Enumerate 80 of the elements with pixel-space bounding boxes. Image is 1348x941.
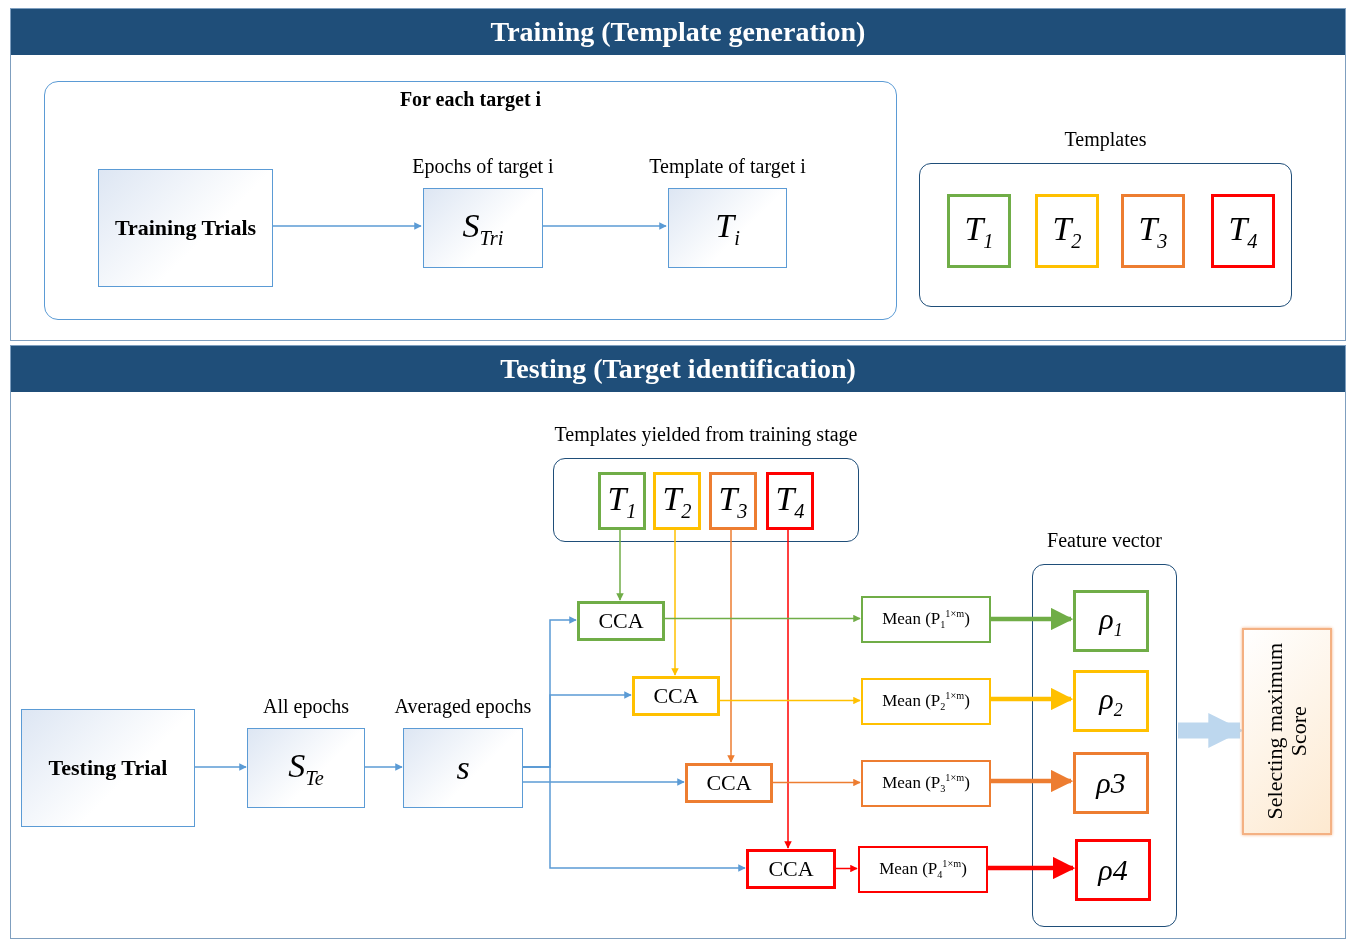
box-label: T$_{4}$: [775, 479, 805, 523]
arrow: [616, 527, 624, 601]
arrow: [718, 696, 861, 705]
box-label: CCA: [653, 683, 699, 709]
arrow: [784, 527, 792, 849]
box-label: S$_{Te}$: [288, 746, 324, 790]
box-label: Testing Trial: [48, 755, 168, 781]
arrow: [521, 778, 685, 786]
template-box: [653, 472, 701, 530]
box-label: ρ$_{1}$: [1099, 601, 1123, 641]
box-label: CCA: [598, 608, 644, 634]
box-label: Training Trials: [114, 215, 257, 241]
mean-box: [858, 846, 988, 893]
template-box: [1211, 194, 1275, 268]
template-box: [1121, 194, 1185, 268]
arrow: [363, 763, 403, 771]
box-label: T$_{2}$: [662, 479, 692, 523]
box-label: S$_{Tri}$: [462, 206, 504, 250]
group-heading: Feature vector: [1046, 529, 1163, 552]
group-container: [44, 81, 897, 320]
output-box: [1242, 628, 1332, 835]
feature-box: [1073, 752, 1149, 814]
section-title: Training (Template generation): [11, 9, 1345, 55]
arrow: [771, 778, 861, 787]
template-box: [1035, 194, 1099, 268]
output-label: Selecting maximum Score: [1262, 642, 1312, 822]
arrow: [663, 614, 861, 623]
feature-box: [1073, 670, 1149, 732]
process-box: [21, 709, 195, 827]
mean-box: [861, 596, 991, 643]
arrow: [987, 856, 1076, 880]
cca-box: [577, 601, 665, 641]
arrow: [990, 769, 1074, 793]
box-label: T$_{3}$: [1138, 209, 1168, 253]
arrow: [521, 766, 746, 872]
arrow: [727, 527, 735, 763]
box-label: T$_{2}$: [1052, 209, 1082, 253]
feature-box: [1075, 839, 1151, 901]
box-caption: Template of target i: [648, 155, 807, 178]
box-label: T$_{1}$: [964, 209, 994, 253]
box-label: Mean (P$_{4}$$^{1×m}$): [879, 858, 967, 881]
mean-box: [861, 760, 991, 807]
box-label: T$_{i}$: [715, 206, 740, 250]
template-box: [709, 472, 757, 530]
section-panel: [10, 8, 1346, 341]
section-panel: [10, 345, 1346, 939]
box-label: T$_{1}$: [607, 479, 637, 523]
box-caption: Epochs of target i: [411, 155, 555, 178]
box-label: Mean (P$_{1}$$^{1×m}$): [882, 608, 970, 631]
box-label: T$_{4}$: [1228, 209, 1258, 253]
template-box: [598, 472, 646, 530]
arrow: [990, 607, 1074, 631]
process-box: [98, 169, 273, 287]
arrow: [671, 527, 679, 676]
box-label: CCA: [706, 770, 752, 796]
box-label: T$_{3}$: [718, 479, 748, 523]
group-heading: Templates: [1063, 128, 1148, 151]
group-heading: For each target i: [398, 88, 543, 111]
mean-box: [861, 678, 991, 725]
box-label: ρ3: [1096, 766, 1126, 800]
box-label: s: [456, 749, 470, 787]
arrow: [193, 763, 247, 771]
box-label: CCA: [768, 856, 814, 882]
cca-box: [746, 849, 836, 889]
arrow: [540, 222, 667, 230]
cca-box: [632, 676, 720, 716]
box-label: Mean (P$_{3}$$^{1×m}$): [882, 772, 970, 795]
section-title: Testing (Target identification): [11, 346, 1345, 392]
feature-box: [1073, 590, 1149, 652]
group-heading: Templates yielded from training stage: [553, 423, 859, 446]
box-label: ρ$_{2}$: [1099, 681, 1123, 721]
arrow: [834, 864, 858, 873]
template-box: [947, 194, 1011, 268]
box-label: ρ4: [1098, 853, 1128, 887]
arrow: [990, 687, 1074, 711]
cca-box: [685, 763, 773, 803]
box-label: Mean (P$_{2}$$^{1×m}$): [882, 690, 970, 713]
template-box: [766, 472, 814, 530]
block-arrow: [1178, 712, 1244, 749]
arrow: [270, 222, 422, 230]
